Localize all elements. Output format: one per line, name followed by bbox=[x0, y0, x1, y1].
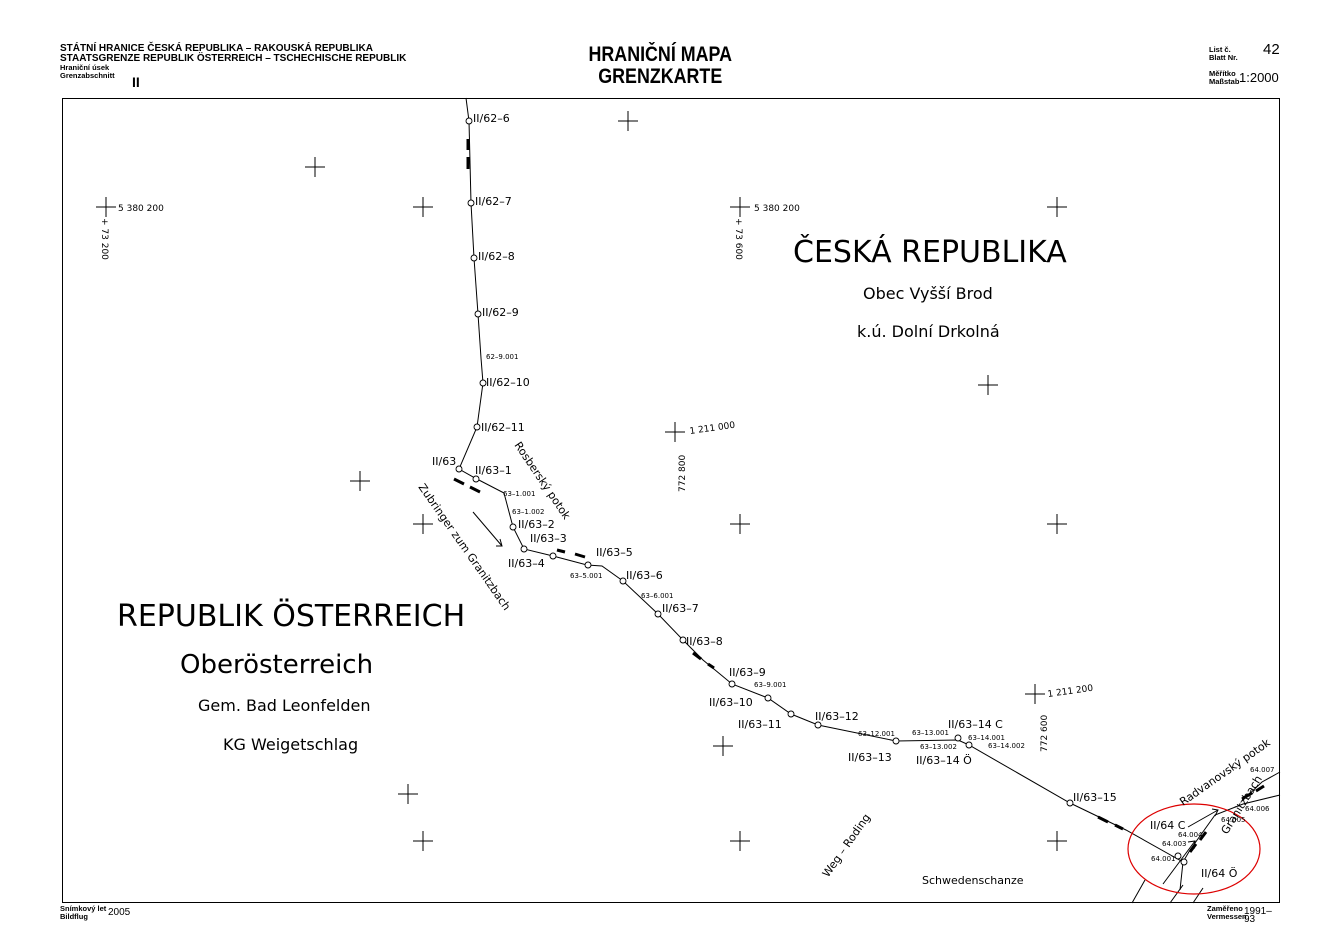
marker-label: 63–6.001 bbox=[641, 592, 673, 600]
region-at-name: REPUBLIK ÖSTERREICH bbox=[117, 598, 465, 634]
marker-label: 64.005 bbox=[1221, 816, 1246, 824]
stream-edges bbox=[1131, 879, 1204, 904]
survey-years: 1991–93 bbox=[1244, 906, 1272, 925]
title-cz: STÁTNÍ HRANICE ČESKÁ REPUBLIKA – RAKOUSK… bbox=[60, 43, 373, 54]
grid-crosses bbox=[96, 111, 1067, 851]
marker-label: 63–9.001 bbox=[754, 681, 786, 689]
marker-label: II/63–4 bbox=[508, 557, 545, 570]
highlight-circle bbox=[1127, 803, 1261, 895]
marker-label: II/62–7 bbox=[475, 195, 512, 208]
marker-label: 63–14.002 bbox=[988, 742, 1025, 750]
marker-label: II/63–13 bbox=[848, 751, 892, 764]
survey-label-de: Vermessen bbox=[1207, 912, 1247, 921]
flow-arrow-radvanovsky bbox=[1187, 808, 1219, 828]
marker-label: 64.001 bbox=[1151, 855, 1176, 863]
marker-label: II/63–10 bbox=[709, 696, 753, 709]
scale-value: 1:2000 bbox=[1239, 70, 1279, 85]
map-title-cz: HRANIČNÍ MAPA bbox=[588, 43, 732, 66]
marker-label: II/63–14 C bbox=[948, 718, 1003, 731]
marker-label: II/63–12 bbox=[815, 710, 859, 723]
coord-label: 772 800 bbox=[678, 455, 688, 492]
marker-label: 63–5.001 bbox=[570, 572, 602, 580]
region-cz-municipality: Obec Vyšší Brod bbox=[863, 284, 993, 303]
marker-label: II/63–6 bbox=[626, 569, 663, 582]
title-de: STAATSGRENZE REPUBLIK ÖSTERREICH – TSCHE… bbox=[60, 53, 407, 64]
region-cz-name: ČESKÁ REPUBLIKA bbox=[793, 233, 1067, 270]
footer-right: Zaměřeno Vermessen 1991–93 bbox=[1207, 904, 1272, 925]
marker-label: 63–1.002 bbox=[512, 508, 544, 516]
marker-label: II/62–11 bbox=[481, 421, 525, 434]
survey-label-cz: Zaměřeno bbox=[1207, 904, 1243, 913]
marker-label: 63–13.002 bbox=[920, 743, 957, 751]
marker-label: II/63 bbox=[432, 455, 456, 468]
boundary-markers bbox=[455, 117, 1188, 866]
coord-label: + 73 600 bbox=[733, 218, 743, 260]
flow-arrow-zubringer bbox=[472, 511, 503, 547]
region-at-state: Oberösterreich bbox=[180, 650, 373, 680]
map-title-de: GRENZKARTE bbox=[598, 65, 723, 88]
region-at-municipality: Gem. Bad Leonfelden bbox=[198, 696, 371, 715]
label-zubringer: Zubringer zum Granitzbach bbox=[416, 481, 514, 613]
coord-label: 772 600 bbox=[1040, 715, 1050, 752]
flow-arrow-granitzbach bbox=[1162, 840, 1196, 885]
section-value: II bbox=[132, 74, 140, 90]
marker-label: II/64 Ö bbox=[1201, 867, 1238, 880]
photo-label-de: Bildflug bbox=[60, 912, 88, 921]
region-cz-cadastre: k.ú. Dolní Drkolná bbox=[857, 322, 1000, 341]
marker-label: II/63–2 bbox=[518, 518, 555, 531]
photo-label-cz: Snímkový let bbox=[60, 904, 107, 913]
marker-label: II/64 C bbox=[1150, 819, 1186, 832]
label-schwedenschanze: Schwedenschanze bbox=[922, 874, 1024, 887]
marker-label: II/63–9 bbox=[729, 666, 766, 679]
marker-label: 63–1.001 bbox=[503, 490, 535, 498]
photo-year: 2005 bbox=[108, 907, 131, 918]
label-weg-roding: Weg – Roding bbox=[820, 811, 873, 879]
marker-label: II/63–7 bbox=[662, 602, 699, 615]
header-left: STÁTNÍ HRANICE ČESKÁ REPUBLIKA – RAKOUSK… bbox=[60, 43, 407, 90]
marker-label: II/63–8 bbox=[686, 635, 723, 648]
marker-label: II/63–3 bbox=[530, 532, 567, 545]
marker-label: 62–9.001 bbox=[486, 353, 518, 361]
marker-label: 64.006 bbox=[1245, 805, 1270, 813]
coord-label: + 73 200 bbox=[99, 218, 109, 260]
marker-label: 64.003 bbox=[1162, 840, 1187, 848]
scale-label-de: Maßstab bbox=[1209, 77, 1240, 86]
coord-label: 5 380 200 bbox=[754, 204, 800, 214]
marker-label: II/62–6 bbox=[473, 112, 510, 125]
sheet-label-de: Blatt Nr. bbox=[1209, 53, 1238, 62]
sheet-label-cz: List č. bbox=[1209, 45, 1231, 54]
marker-label: II/63–5 bbox=[596, 546, 633, 559]
marker-label: II/62–9 bbox=[482, 306, 519, 319]
state-border-line bbox=[458, 97, 1184, 891]
sheet-number: 42 bbox=[1263, 41, 1280, 58]
section-label-de: Grenzabschnitt bbox=[60, 71, 115, 80]
footer-left: Snímkový let Bildflug 2005 bbox=[60, 904, 130, 921]
marker-label: II/63–1 bbox=[475, 464, 512, 477]
marker-label: II/63–14 Ö bbox=[916, 754, 972, 767]
map-frame bbox=[62, 98, 1280, 903]
map-title: HRANIČNÍ MAPA GRENZKARTE bbox=[588, 44, 733, 88]
coord-label: 1 211 200 bbox=[1047, 684, 1094, 700]
marker-label: 63–14.001 bbox=[968, 734, 1005, 742]
marker-label: 63–13.001 bbox=[912, 729, 949, 737]
marker-label: II/62–10 bbox=[486, 376, 530, 389]
marker-label: 64.007 bbox=[1250, 766, 1275, 774]
section-label-cz: Hraniční úsek bbox=[60, 63, 110, 72]
marker-label: II/62–8 bbox=[478, 250, 515, 263]
region-at-cadastre: KG Weigetschlag bbox=[223, 735, 358, 754]
header-right: List č. Blatt Nr. 42 Měřítko Maßstab 1:2… bbox=[1209, 42, 1280, 86]
marker-label: 63–12.001 bbox=[858, 730, 895, 738]
coord-label: 5 380 200 bbox=[118, 204, 164, 214]
scale-label-cz: Měřítko bbox=[1209, 69, 1236, 78]
marker-label: 64.004 bbox=[1178, 831, 1203, 839]
marker-label: II/63–11 bbox=[738, 718, 782, 731]
coord-label: 1 211 000 bbox=[689, 421, 736, 437]
marker-label: II/63–15 bbox=[1073, 791, 1117, 804]
